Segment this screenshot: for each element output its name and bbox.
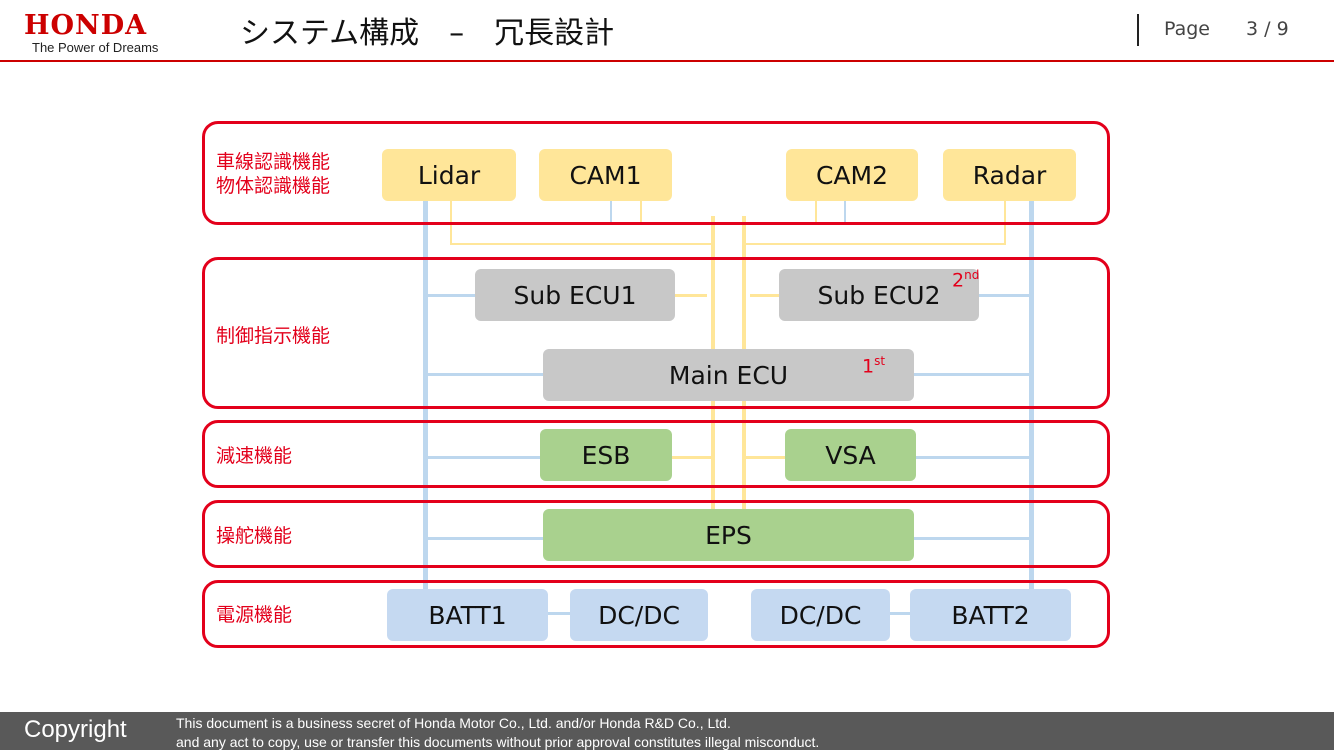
batt-dcdc-link-right — [889, 612, 911, 615]
sub-ecu1-signal — [675, 294, 707, 297]
group-label-deceleration: 減速機能 — [216, 445, 293, 467]
bus-branch-sub-ecu2 — [978, 294, 1030, 297]
vsa-signal — [746, 456, 786, 459]
node-eps: EPS — [543, 509, 914, 561]
group-label-recognition: 車線認識機能 物体認識機能 — [216, 151, 331, 197]
lidar-signal-across — [450, 243, 711, 245]
node-main-ecu: Main ECU — [543, 349, 914, 401]
logo-tagline: The Power of Dreams — [32, 40, 159, 55]
node-esb: ESB — [540, 429, 672, 481]
page-label: Page — [1164, 18, 1210, 40]
logo-wordmark: HONDA — [24, 10, 148, 41]
group-label-control: 制御指示機能 — [216, 325, 331, 347]
header-rule — [0, 60, 1334, 62]
sub-ecu2-signal — [750, 294, 780, 297]
ordinal-second-number: 2 — [952, 269, 965, 292]
node-cam2: CAM2 — [786, 149, 918, 201]
footer-notice: This document is a business secret of Ho… — [176, 714, 819, 752]
node-lidar: Lidar — [382, 149, 516, 201]
batt-dcdc-link-left — [547, 612, 571, 615]
header-divider — [1137, 14, 1139, 46]
node-sub-ecu1: Sub ECU1 — [475, 269, 675, 321]
page-number: 3 / 9 — [1246, 18, 1289, 40]
footer-notice-line1: This document is a business secret of Ho… — [176, 715, 731, 731]
node-sub-ecu2: Sub ECU2 — [779, 269, 979, 321]
group-power — [202, 580, 1110, 648]
group-label-steering: 操舵機能 — [216, 525, 293, 547]
radar-signal-across — [746, 243, 1006, 245]
ordinal-first-suffix: st — [874, 354, 886, 368]
ordinal-first-number: 1 — [862, 355, 875, 378]
group-label-power: 電源機能 — [216, 604, 293, 626]
page-title: システム構成 – 冗長設計 — [240, 16, 615, 51]
node-cam1: CAM1 — [539, 149, 672, 201]
power-bus-left — [423, 200, 428, 592]
node-dcdc2: DC/DC — [751, 589, 890, 641]
group-recognition — [202, 121, 1110, 225]
bus-branch-main-ecu-left — [428, 373, 544, 376]
cam2-link — [844, 200, 846, 222]
group-control — [202, 257, 1110, 409]
cam2-signal — [815, 200, 817, 222]
node-batt1: BATT1 — [387, 589, 548, 641]
footer-bar — [0, 712, 1334, 750]
honda-logo: HONDA The Power of Dreams — [24, 12, 204, 60]
footer-copyright: Copyright — [24, 716, 127, 743]
ordinal-first: 1st — [862, 354, 885, 377]
cam1-link — [610, 200, 612, 222]
bus-branch-eps-right — [913, 537, 1033, 540]
bus-branch-main-ecu-right — [913, 373, 1033, 376]
footer-notice-line2: and any act to copy, use or transfer thi… — [176, 734, 820, 750]
group-steering — [202, 500, 1110, 568]
bus-branch-sub-ecu1 — [428, 294, 476, 297]
cam1-signal — [640, 200, 642, 222]
node-dcdc1: DC/DC — [570, 589, 708, 641]
ordinal-second: 2nd — [952, 268, 979, 291]
node-radar: Radar — [943, 149, 1076, 201]
bus-branch-eps-left — [428, 537, 544, 540]
esb-signal — [672, 456, 711, 459]
power-bus-right — [1029, 200, 1034, 592]
bus-branch-vsa — [915, 456, 1033, 459]
node-vsa: VSA — [785, 429, 916, 481]
node-batt2: BATT2 — [910, 589, 1071, 641]
group-deceleration — [202, 420, 1110, 488]
bus-branch-esb — [428, 456, 541, 459]
ordinal-second-suffix: nd — [964, 268, 980, 282]
